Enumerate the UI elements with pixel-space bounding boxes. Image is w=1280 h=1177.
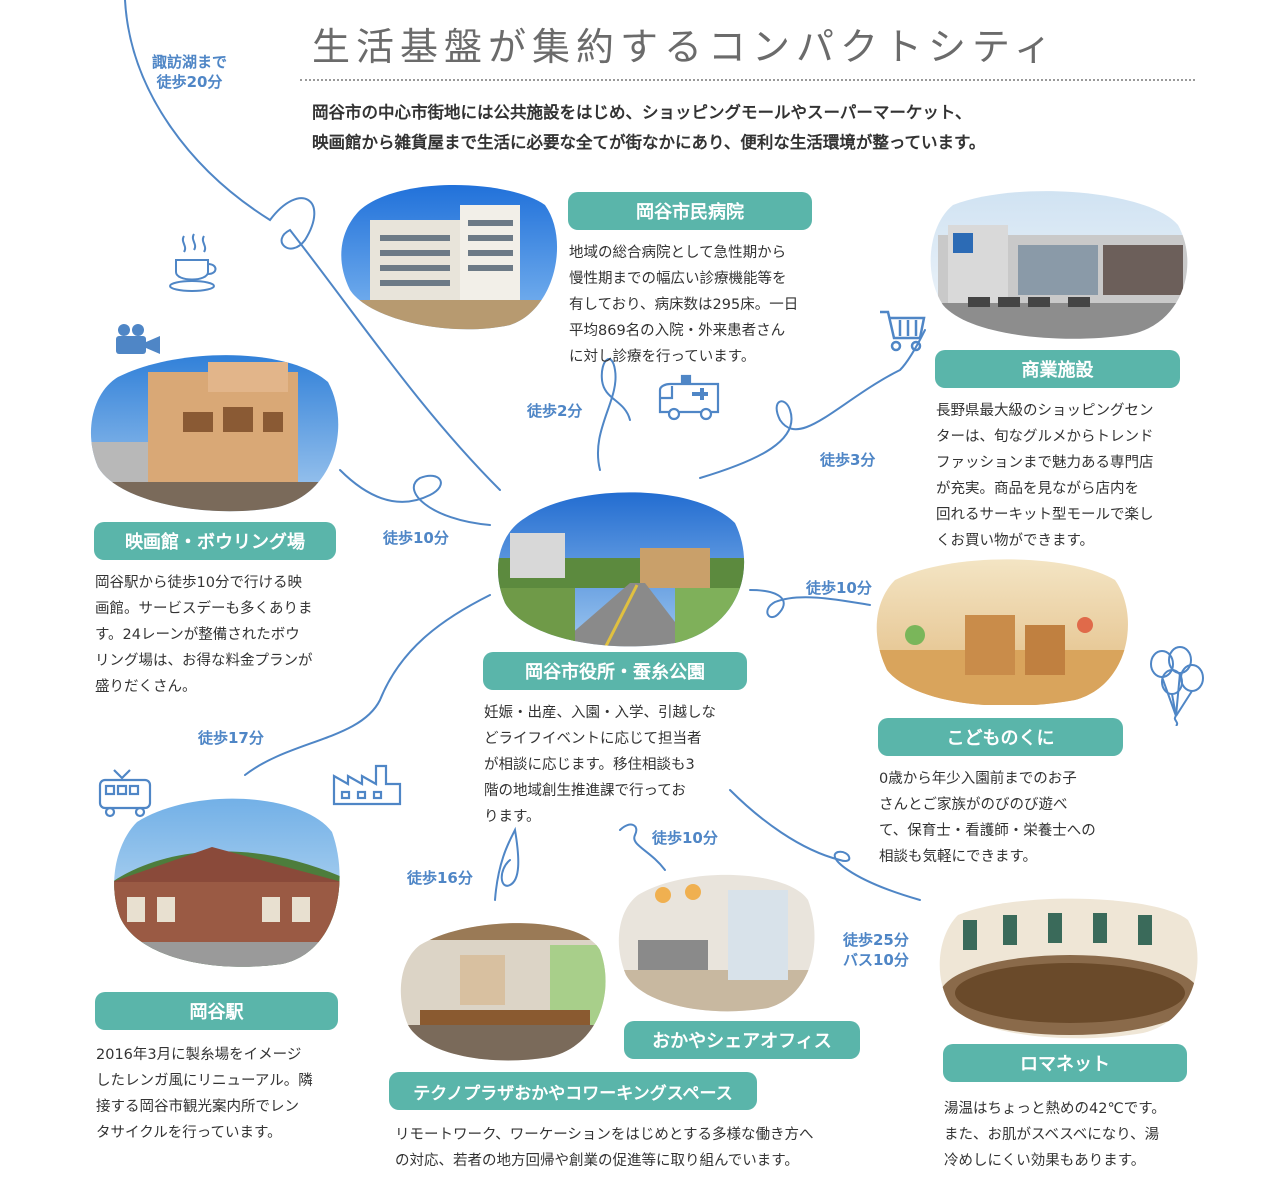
- desc-line: 2016年3月に製糸場をイメージ: [96, 1047, 302, 1063]
- desc-line: が充実。商品を見ながら店内を: [936, 481, 1139, 497]
- walk-time-suwa: 諏訪湖まで 徒歩20分: [152, 52, 227, 92]
- desc-line: 地域の総合病院として急性期から: [569, 245, 787, 261]
- desc-line: 湯温はちょっと熱めの42℃です。: [944, 1101, 1166, 1117]
- facility-desc-romanette: 湯温はちょっと熱めの42℃です。 また、お肌がスベスベになり、湯 冷めしにくい効…: [944, 1096, 1234, 1174]
- intro-text: 岡谷市の中心市街地には公共施設をはじめ、ショッピングモールやスーパーマーケット、…: [312, 98, 1192, 158]
- facility-label-cityhall: 岡谷市役所・蚕糸公園: [483, 652, 747, 690]
- facility-label-station: 岡谷駅: [95, 992, 338, 1030]
- desc-line: さんとご家族がのびのび遊べ: [879, 797, 1068, 813]
- desc-line: に対し診療を行っています。: [569, 349, 756, 365]
- desc-line: 盛りだくさん。: [95, 679, 197, 695]
- train-icon: [98, 769, 152, 818]
- desc-line: ファッションまで魅力ある専門店: [936, 455, 1154, 471]
- walk-time-romanette: 徒歩25分 バス10分: [843, 930, 909, 970]
- desc-line: が相談に応じます。移住相談も3: [484, 757, 695, 773]
- desc-line: また、お肌がスベスベになり、湯: [944, 1127, 1160, 1143]
- cinema-photo: [90, 355, 339, 512]
- walk-label: 徒歩25分: [843, 931, 909, 949]
- walk-time-station: 徒歩17分: [198, 729, 264, 747]
- desc-line: 平均869名の入院・外来患者さん: [569, 323, 786, 339]
- intro-line: 岡谷市の中心市街地には公共施設をはじめ、ショッピングモールやスーパーマーケット、: [312, 103, 972, 122]
- walk-time-kids: 徒歩10分: [806, 579, 872, 597]
- desc-line: くお買い物ができます。: [936, 533, 1095, 549]
- facility-label-coworking: テクノプラザおかやコワーキングスペース: [389, 1072, 757, 1110]
- desc-line: どライフイベントに応じて担当者: [484, 731, 702, 747]
- desc-line: タサイクルを行っています。: [96, 1125, 282, 1141]
- facility-desc-station: 2016年3月に製糸場をイメージ したレンガ風にリニューアル。隣 接する岡谷市観…: [96, 1042, 371, 1146]
- coffee-cup-icon: [169, 233, 217, 292]
- video-camera-icon: [116, 324, 160, 354]
- romanette-photo: [939, 898, 1198, 1039]
- desc-line: 階の地域創生推進課で行ってお: [484, 783, 686, 799]
- page-title: 生活基盤が集約するコンパクトシティ: [312, 25, 1058, 69]
- facility-label-kids: こどものくに: [878, 718, 1123, 756]
- desc-line: 妊娠・出産、入園・入学、引越しな: [484, 705, 716, 721]
- facility-desc-kids: 0歳から年少入園前までのお子 さんとご家族がのびのび遊べ て、保育士・看護師・栄…: [879, 766, 1149, 870]
- desc-line: ります。: [484, 809, 541, 825]
- walk-time-share-office: 徒歩10分: [652, 829, 718, 847]
- walk-time-cinema: 徒歩10分: [383, 529, 449, 547]
- facility-label-hospital: 岡谷市民病院: [568, 192, 812, 230]
- cityhall-photo: [497, 492, 745, 647]
- facility-label-romanette: ロマネット: [943, 1044, 1187, 1082]
- share-office-photo: [618, 874, 815, 1012]
- title-divider: [300, 79, 1195, 81]
- walk-time-commercial: 徒歩3分: [820, 451, 876, 469]
- desc-line: 接する岡谷市観光案内所でレン: [96, 1099, 299, 1115]
- walk-label: バス10分: [843, 951, 909, 969]
- desc-line: リモートワーク、ワーケーションをはじめとする多様な働き方へ: [395, 1127, 814, 1143]
- desc-line: 0歳から年少入園前までのお子: [879, 771, 1077, 787]
- desc-line: 冷めしにくい効果もあります。: [944, 1153, 1146, 1169]
- desc-line: したレンガ風にリニューアル。隣: [96, 1073, 313, 1089]
- facility-desc-cityhall: 妊娠・出産、入園・入学、引越しな どライフイベントに応じて担当者 が相談に応じま…: [484, 700, 759, 830]
- desc-line: リング場は、お得な料金プランが: [95, 653, 313, 669]
- shopping-cart-icon: [880, 310, 926, 352]
- facility-desc-coworking: リモートワーク、ワーケーションをはじめとする多様な働き方へ の対応、若者の地方回…: [395, 1122, 875, 1174]
- walk-time-hospital: 徒歩2分: [527, 402, 583, 420]
- desc-line: す。24レーンが整備されたボウ: [95, 627, 300, 643]
- facility-desc-cinema: 岡谷駅から徒歩10分で行ける映 画館。サービスデーも多くありま す。24レーンが…: [95, 570, 365, 700]
- walk-label: 徒歩20分: [156, 73, 223, 91]
- factory-icon: [332, 764, 402, 806]
- facility-label-share-office: おかやシェアオフィス: [624, 1021, 860, 1059]
- ambulance-icon: [658, 374, 720, 421]
- desc-line: 回れるサーキット型モールで楽し: [936, 507, 1154, 523]
- desc-line: 相談も気軽にできます。: [879, 849, 1038, 865]
- commercial-photo: [930, 191, 1188, 339]
- desc-line: 画館。サービスデーも多くありま: [95, 601, 313, 617]
- desc-line: 長野県最大級のショッピングセン: [936, 403, 1154, 419]
- desc-line: て、保育士・看護師・栄養士への: [879, 823, 1096, 839]
- desc-line: ターは、旬なグルメからトレンド: [936, 429, 1154, 445]
- walk-label: 諏訪湖まで: [152, 53, 228, 71]
- balloons-icon: [1150, 646, 1204, 726]
- kids-photo: [876, 559, 1128, 705]
- desc-line: の対応、若者の地方回帰や創業の促進等に取り組んでいます。: [395, 1153, 799, 1169]
- walk-time-coworking: 徒歩16分: [407, 869, 473, 887]
- facility-label-commercial: 商業施設: [935, 350, 1180, 388]
- facility-desc-commercial: 長野県最大級のショッピングセン ターは、旬なグルメからトレンド ファッションまで…: [936, 398, 1216, 554]
- desc-line: 有しており、病床数は295床。一日: [569, 297, 799, 313]
- desc-line: 岡谷駅から徒歩10分で行ける映: [95, 575, 302, 591]
- coworking-photo: [400, 923, 606, 1061]
- facility-label-cinema: 映画館・ボウリング場: [94, 522, 336, 560]
- facility-desc-hospital: 地域の総合病院として急性期から 慢性期までの幅広い診療機能等を 有しており、病床…: [569, 240, 839, 370]
- intro-line: 映画館から雑貨屋まで生活に必要な全てが街なかにあり、便利な生活環境が整っています…: [312, 133, 986, 152]
- desc-line: 慢性期までの幅広い診療機能等を: [569, 271, 787, 287]
- station-photo: [114, 798, 340, 967]
- hospital-photo: [341, 185, 558, 330]
